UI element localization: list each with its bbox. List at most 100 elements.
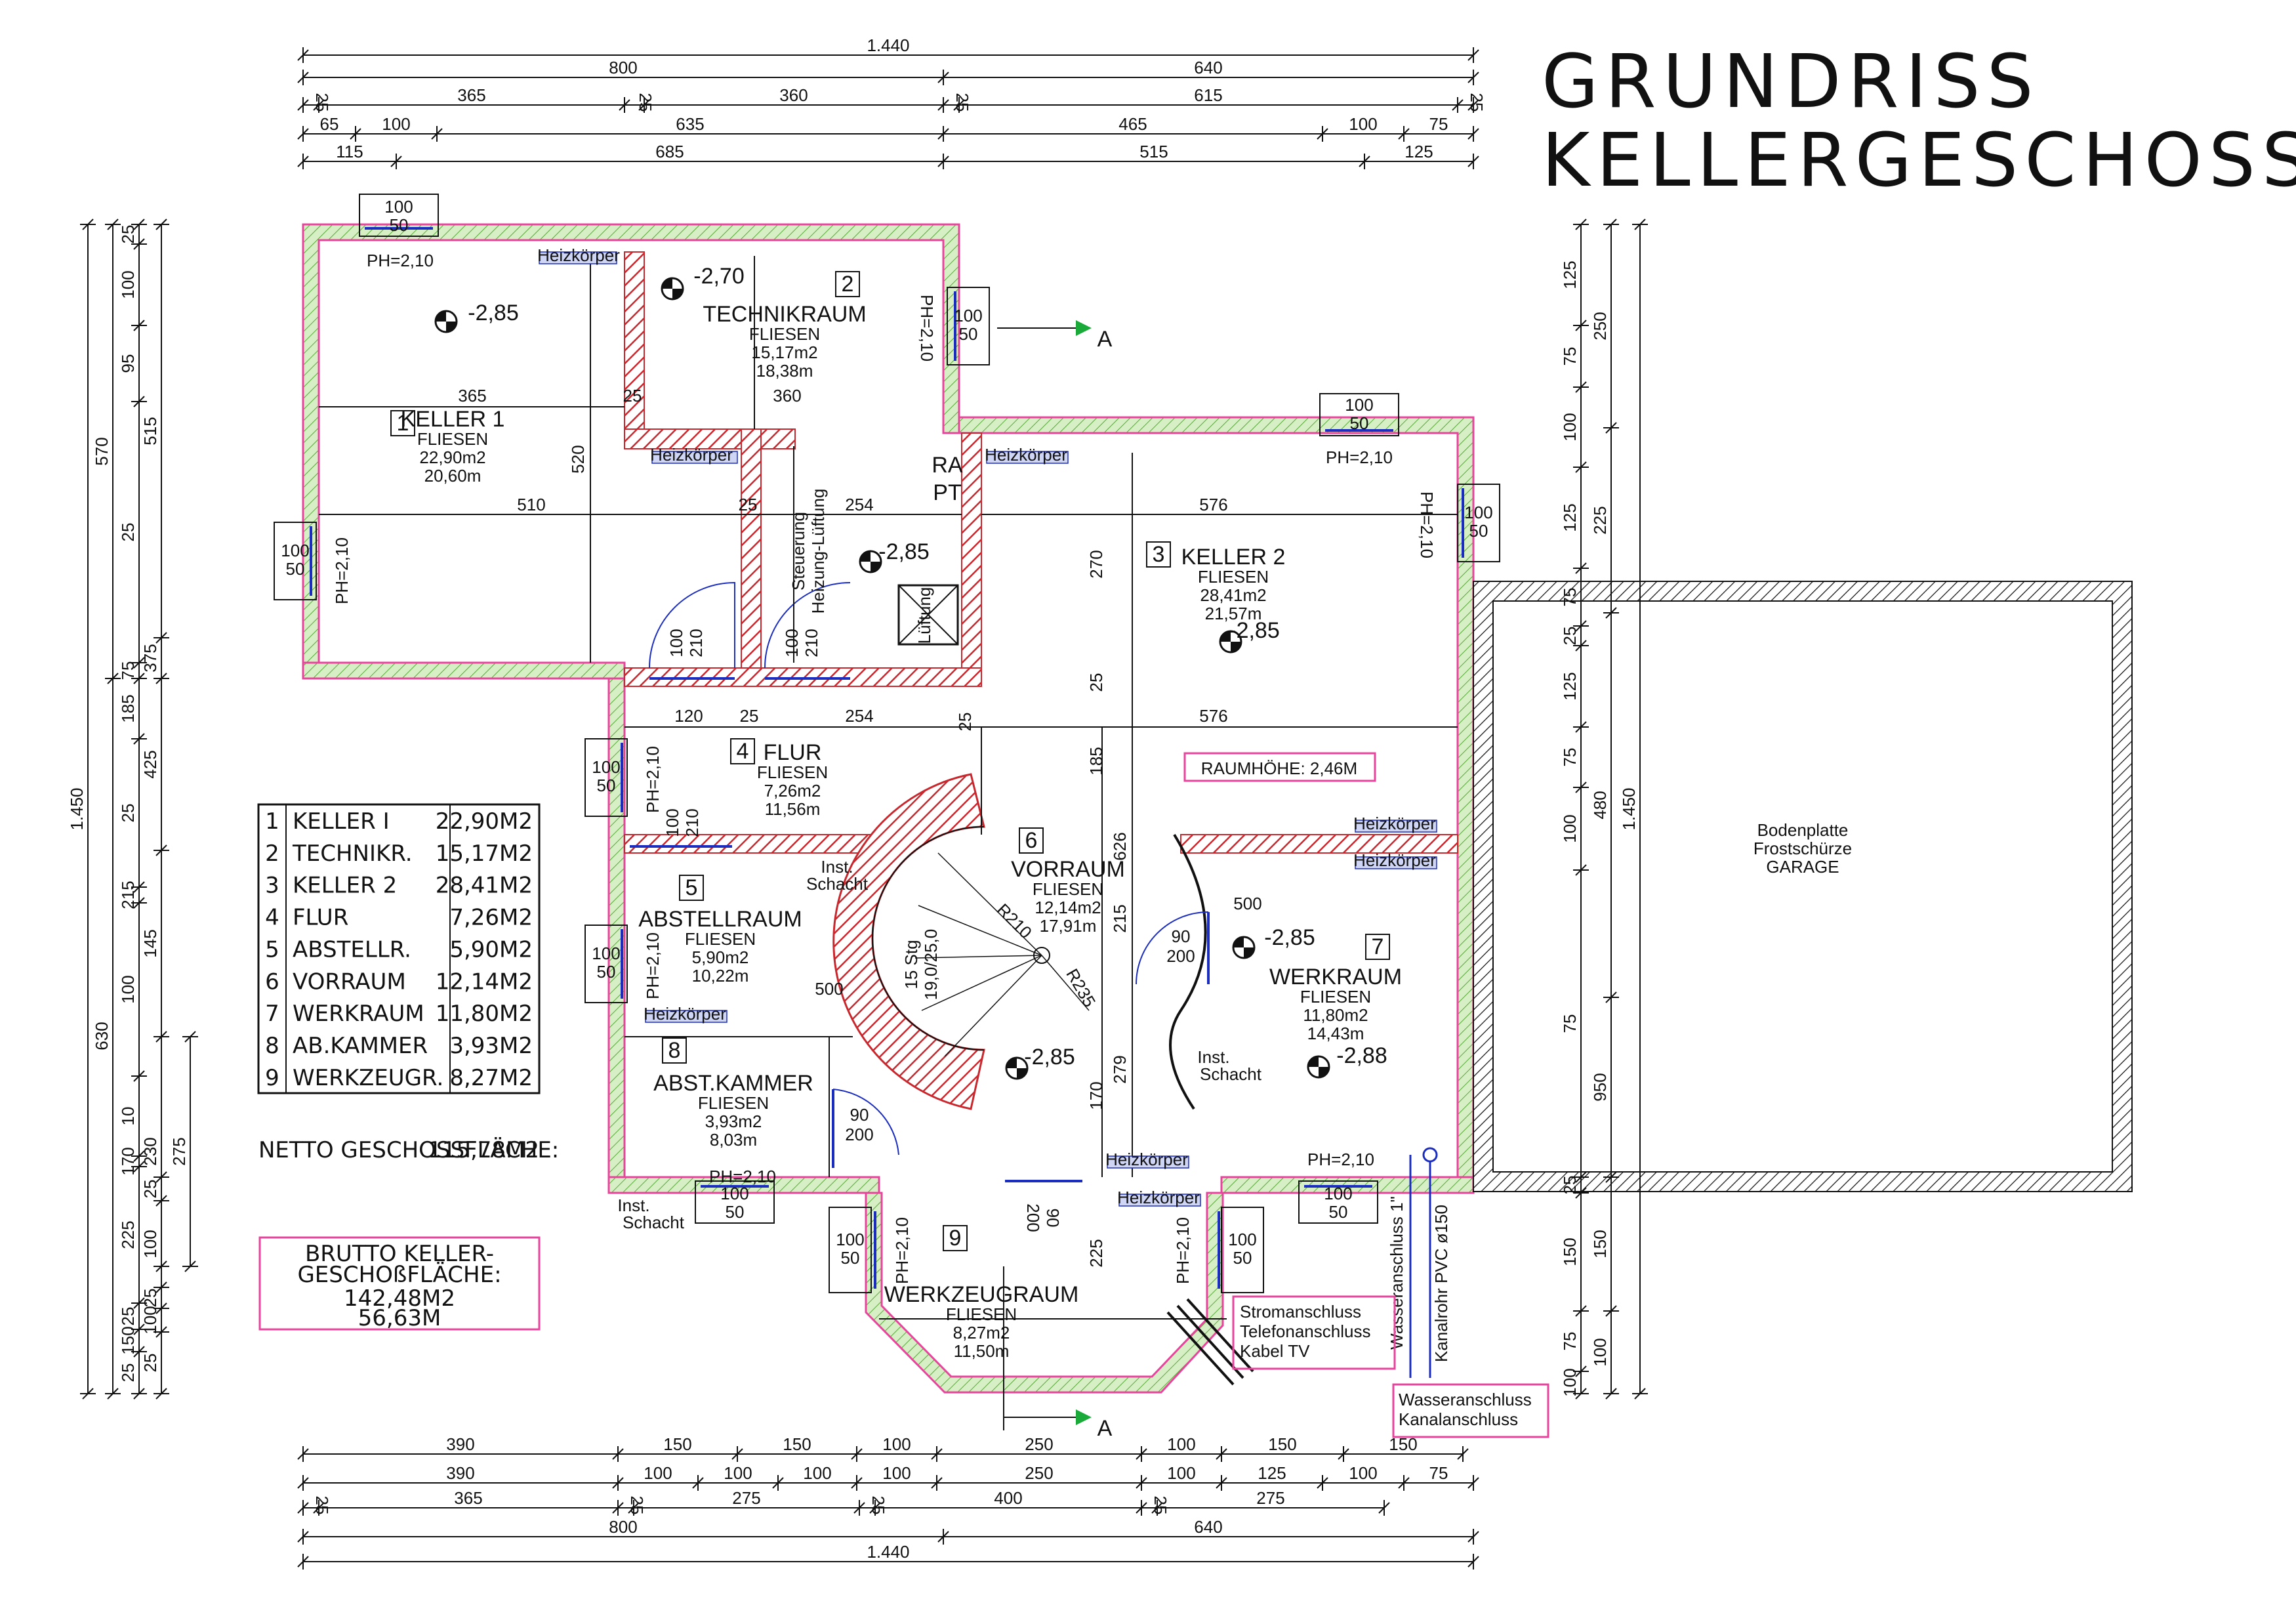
dimension-tick [1378,1502,1390,1514]
dimension-text: 576 [1199,706,1227,726]
dimension-text: 100 [644,1463,672,1483]
dimension-text: 25 [312,1496,332,1515]
connection-label: Stromanschluss [1240,1302,1361,1321]
dimension-tick [1575,562,1587,574]
shaft-label: Inst. [617,1196,649,1215]
dimension-text: 25 [955,713,975,732]
dimension-tick [1452,99,1464,111]
dimension-text: 75 [1429,1463,1448,1483]
dimension-text: 25 [312,93,332,112]
section-arrows [997,320,1092,1425]
dimension-tick [350,128,361,140]
door-size: 90 [1172,926,1191,946]
dimension-tick [133,1346,145,1358]
dimension-text: 500 [815,979,843,999]
room-area: 7,26m2 [764,781,821,801]
dimension-text: 125 [1404,142,1433,161]
control-label: Steuerung [789,512,808,591]
dimension-tick [638,99,650,111]
door-size: 200 [1023,1203,1043,1232]
room-number-box [943,1225,968,1251]
section-marker-a: A [1097,327,1113,352]
dimension-tick [851,1448,863,1460]
window-size: 50 [1350,413,1369,433]
dimension-tick [1467,72,1479,83]
dimension-tick [1605,1171,1617,1183]
dimension-tick [1216,1448,1227,1460]
door-size: 200 [1166,946,1195,966]
table-cell-room: VORRAUM [293,968,406,995]
door-size: 210 [682,808,702,837]
pipe-label: Wasseranschluss 1" [1387,1196,1406,1350]
window-size: 50 [390,215,409,235]
section-marker-a: A [1097,1416,1113,1441]
dimension-tick [1575,721,1587,733]
dimension-text: 100 [1560,1368,1580,1396]
dimension-tick [133,320,145,331]
dimension-text: 480 [1590,791,1610,819]
dimension-tick [133,1297,145,1309]
dimension-tick [692,1477,704,1489]
room-name: KELLER 1 [401,407,505,432]
dimension-tick [1467,128,1479,140]
table-cell-area: 12,14M2 [436,968,533,995]
dimension-tick [1467,99,1479,111]
dimension-tick [612,1502,624,1514]
dimension-text: 95 [118,354,138,373]
dimension-tick [1575,864,1587,876]
dimension-tick [155,1171,167,1183]
room-name: VORRAUM [1011,857,1125,882]
window-size: 50 [841,1248,860,1268]
dimension-tick [133,673,145,684]
room-floor: FLIESEN [1300,987,1371,1007]
dimension-text: 275 [169,1137,189,1165]
drawing-title-line2: KELLERGESCHOSS [1542,118,2296,203]
dimension-text: 576 [1199,495,1227,514]
room-number-box [662,1037,687,1064]
door-size: 100 [666,629,686,657]
dimension-tick [869,1502,881,1514]
dimension-tick [612,1448,624,1460]
dimension-text: 185 [1086,747,1106,775]
dimension-text: 800 [609,58,637,77]
dimension-text: 365 [454,1488,482,1508]
brutto-area: 142,48M2 [344,1285,455,1312]
water-connection-box [1392,1383,1549,1438]
parapet-height: PH=2,10 [1326,447,1393,467]
spiral-staircase [832,773,1090,1110]
pipe-label: Kanalrohr PVC ø150 [1431,1205,1451,1362]
dimension-text: 515 [1139,142,1168,161]
table-cell-number: 1 [265,808,279,835]
dimension-text: 100 [1560,413,1580,441]
room-area: 15,17m2 [751,343,817,362]
dimension-text: 75 [1560,1332,1580,1351]
dimension-text: 365 [457,85,485,105]
dimension-tick [1467,1531,1479,1543]
dimension-tick [931,1448,943,1460]
dimension-tick [1605,422,1617,434]
stair-label: 19,0/25,0 [921,929,941,1000]
dimension-text: 185 [118,694,138,722]
brutto-line1: BRUTTO KELLER- [305,1241,494,1267]
dimension-tick [155,1031,167,1043]
dimension-tick [851,1477,863,1489]
dimension-tick [133,396,145,407]
room-number-box [1365,934,1390,960]
window-size: 50 [1233,1248,1252,1268]
dimension-text: 25 [118,225,138,244]
table-cell-area: 5,90M2 [449,936,533,963]
dimension-tick [1575,320,1587,331]
radiator-label: Heizkörper [985,445,1067,465]
room-number-box [835,271,860,297]
dimension-text: 25 [1086,673,1106,692]
dimension-tick [313,99,325,111]
dimension-text: 626 [1110,832,1130,860]
dimension-text: 360 [779,85,808,105]
dimension-tick [155,1388,167,1400]
dimension-tick [931,1477,943,1489]
table-cell-room: WERKRAUM [293,1001,424,1027]
dimension-text: 685 [655,142,684,161]
dimension-tick [313,1502,325,1514]
window-size: 100 [1228,1230,1256,1249]
